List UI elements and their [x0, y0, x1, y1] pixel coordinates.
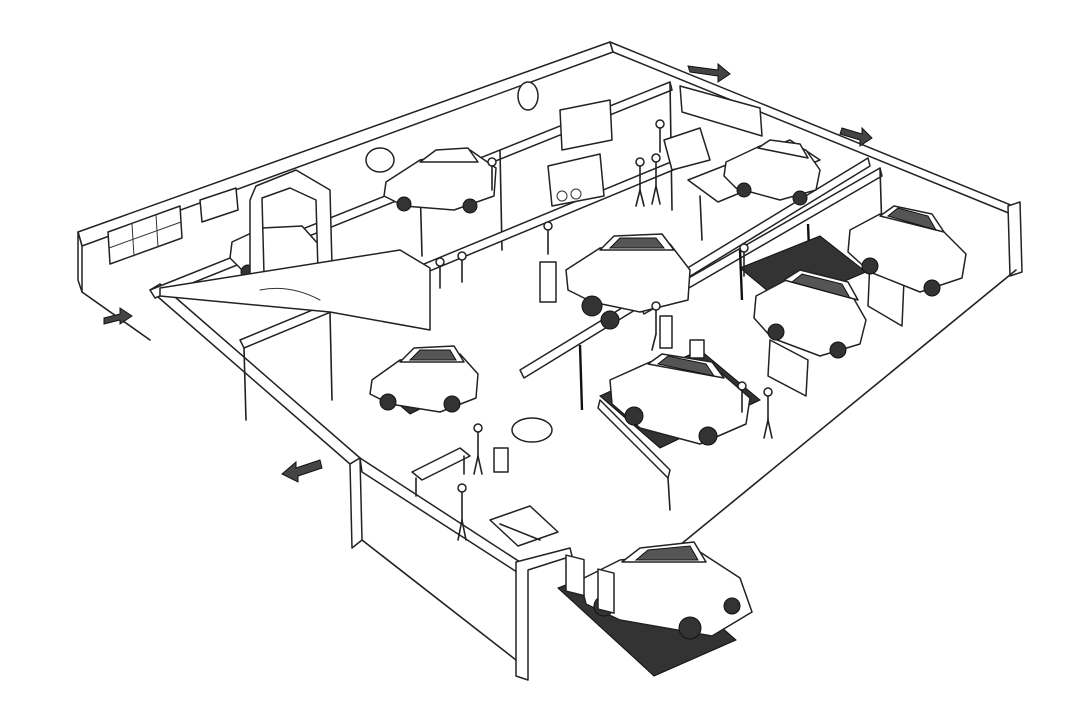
car-icon [383, 147, 497, 214]
person-icon [457, 483, 467, 541]
back-wall-windows [107, 187, 239, 265]
car-icon [609, 353, 751, 446]
person-icon [487, 157, 497, 191]
flow-arrow-icon [839, 126, 873, 147]
car-icon [723, 139, 821, 206]
person-icon [457, 251, 467, 283]
car-icon [565, 233, 691, 330]
flow-arrow-icon [103, 307, 133, 325]
person-icon [655, 119, 665, 153]
person-icon [543, 221, 553, 255]
person-icon [651, 301, 661, 351]
person-icon [635, 157, 645, 207]
car-icon [847, 205, 967, 297]
flow-arrow-icon [687, 62, 731, 83]
person-icon [435, 257, 445, 289]
person-icon [763, 387, 773, 439]
equipment [365, 81, 763, 614]
wash-gantry [249, 169, 333, 281]
workbench-icon [411, 447, 471, 497]
flow-arrows [103, 62, 873, 483]
person-icon [737, 381, 747, 413]
flow-arrow-icon [281, 459, 323, 483]
workers [435, 119, 773, 541]
car-icon [369, 345, 479, 413]
compressor-icon [493, 417, 553, 473]
person-icon [473, 423, 483, 475]
building-shell [77, 41, 1023, 681]
car-icon [753, 269, 867, 359]
person-icon [651, 153, 661, 205]
car-icon [579, 541, 753, 640]
storage-block [159, 249, 431, 331]
lift-icon [489, 505, 559, 547]
person-icon [739, 243, 749, 277]
